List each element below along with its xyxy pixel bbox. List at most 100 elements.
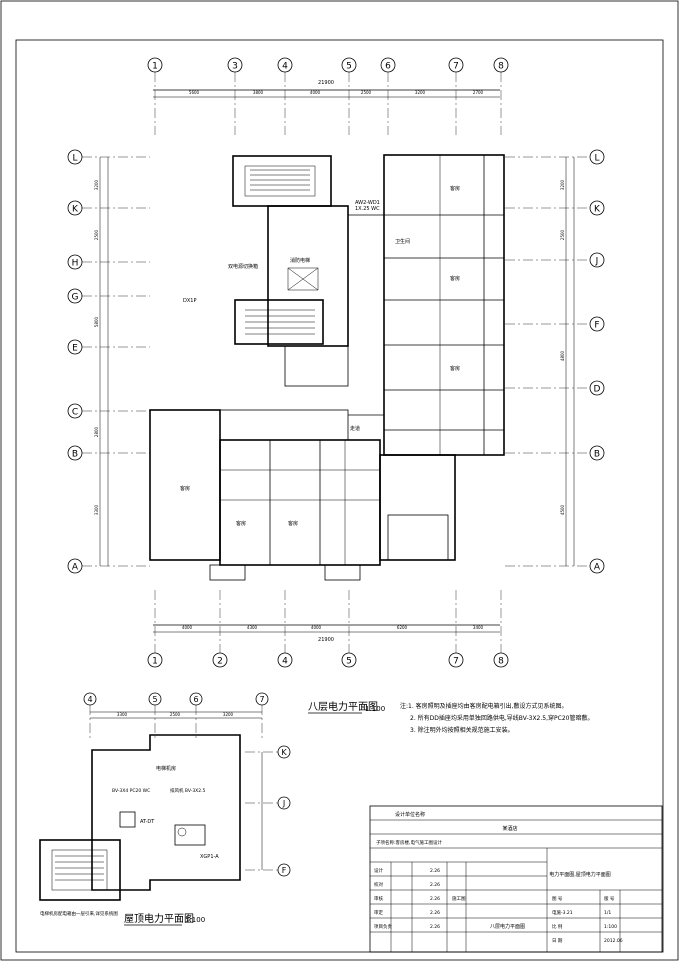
axis-label-bottom: 1	[152, 657, 158, 667]
axis-label-right: D	[594, 385, 601, 395]
axis-label-top: 3	[232, 62, 238, 72]
axis-label-right: F	[594, 321, 599, 331]
axis-label-top: 4	[282, 62, 288, 72]
axis-label-left: A	[72, 563, 79, 573]
cable-label: 1X.25 WC	[355, 206, 380, 212]
role-name: 审定	[374, 909, 383, 916]
roof-dim-3: 3200	[223, 712, 234, 717]
axis-bubble-top-1	[147, 57, 163, 73]
bottom-dim-1: 4000	[182, 625, 193, 630]
roof-dim-1: 3300	[117, 712, 128, 717]
room-label: 客房	[288, 520, 298, 527]
bath-label: 卫生间	[395, 238, 410, 245]
room-label: 客房	[450, 185, 460, 192]
title-block: 设计单位名称 某酒店 子项名称:客房楼,电气施工图设计 电力平面图,屋顶电力平面…	[369, 805, 663, 953]
axis-label-right: K	[594, 205, 601, 215]
drawing-no: 电施-3.21	[552, 909, 573, 916]
bottom-dim-4: 6200	[397, 625, 408, 630]
role-date: 2.26	[430, 910, 440, 916]
date-value: 2012.06	[604, 938, 623, 944]
roof-axis-top: 4	[87, 695, 92, 704]
axis-label-top: 6	[385, 62, 391, 72]
sheet-label: 版 号	[604, 895, 615, 902]
roof-room-label: 电梯机房	[156, 765, 176, 772]
left-dim-3: 5800	[94, 316, 99, 327]
date-label: 日 期	[552, 938, 563, 944]
title-project: 某酒店	[502, 825, 517, 832]
right-dim-3: 4800	[560, 350, 565, 361]
top-axes: 1 3 4 5 6 7 8	[147, 57, 509, 135]
top-dim-6: 2700	[473, 90, 484, 95]
role-date: 2.26	[430, 882, 440, 888]
top-dim-1: 5600	[189, 90, 200, 95]
left-dim-5: 3300	[94, 504, 99, 515]
axis-label-left: L	[72, 154, 77, 164]
axis-label-left: K	[72, 205, 79, 215]
axis-label-bottom: 2	[217, 657, 223, 667]
scale-value: 1:100	[604, 924, 617, 930]
note-2: 2. 所有DD插座均采用单独回路供电,导线BV-3X2.5,穿PC20管暗敷。	[410, 714, 593, 722]
drawing-no-label: 图 号	[552, 896, 563, 902]
role-date: 2.26	[430, 924, 440, 930]
axis-label-top: 1	[152, 62, 158, 72]
roof-cable-label: BV-3X4 PC20 WC	[112, 788, 150, 794]
bottom-dim-2: 4300	[247, 625, 258, 630]
axis-label-bottom: 4	[282, 657, 288, 667]
main-plan-title: 八层电力平面图	[308, 700, 378, 713]
roof-dim-2: 2500	[170, 712, 181, 717]
axis-bubble-top-3	[227, 57, 243, 73]
scale-label: 比 例	[552, 923, 563, 930]
room-label: 客房	[450, 365, 460, 372]
room-label: 客房	[180, 485, 190, 492]
bottom-dim-3: 4000	[311, 625, 322, 630]
top-dim-3: 4000	[310, 90, 321, 95]
bottom-dim-5: 3400	[473, 625, 484, 630]
building-outline	[149, 154, 505, 581]
axis-label-left: C	[72, 408, 78, 418]
riser-label: AW2-WD1	[355, 200, 380, 206]
elevator-label: 消防电梯	[290, 257, 310, 264]
roof-plan-title: 屋顶电力平面图	[124, 912, 194, 925]
axis-label-bottom: 5	[346, 657, 352, 667]
role-date: 2.26	[430, 896, 440, 902]
axis-label-right: J	[595, 257, 599, 267]
axis-label-right: A	[594, 563, 601, 573]
axis-bubble-top-5	[341, 57, 357, 73]
axis-bubble-top-6	[380, 57, 396, 73]
roof-fan-label: 排风机 BV-3X2.5	[170, 787, 206, 794]
title-company: 设计单位名称	[395, 811, 425, 818]
top-dim-2: 3800	[253, 90, 264, 95]
role-name: 审核	[374, 895, 383, 902]
axis-label-top: 7	[453, 62, 459, 72]
axis-label-left: G	[72, 293, 79, 303]
left-axes: L K H G E C B A	[67, 149, 150, 574]
role-date: 2.26	[430, 868, 440, 874]
role-name: 项目负责	[374, 923, 392, 930]
sheet-value: 1/1	[604, 910, 611, 916]
roof-axis-right: K	[281, 748, 287, 757]
design-stage: 施工图	[452, 895, 466, 902]
roof-axis-top: 7	[259, 695, 264, 704]
note-1: 注:1. 客房照明及插座均由客房配电箱引出,敷设方式见系统图。	[400, 702, 568, 710]
main-plan: 21900 5600 3800 4000 2500 3200 2700 1 3 …	[67, 57, 605, 714]
top-dim-4: 2500	[361, 90, 372, 95]
top-dim-5: 3200	[415, 90, 426, 95]
role-name: 校对	[374, 881, 383, 888]
axis-label-top: 8	[498, 62, 504, 72]
bottom-total-dim: 21900	[318, 637, 334, 643]
left-dim-1: 3200	[94, 179, 99, 190]
axis-label-left: B	[72, 450, 78, 460]
axis-label-bottom: 7	[453, 657, 459, 667]
roof-axis-right: J	[282, 799, 285, 808]
box-label: DX1P	[183, 298, 196, 304]
right-dim-2: 2500	[560, 229, 565, 240]
room-label: 客房	[450, 275, 460, 282]
drawing-frame	[15, 39, 664, 953]
axis-bubble-top-4	[277, 57, 293, 73]
roof-box-label: XGP1-A	[200, 854, 219, 860]
bottom-axes: 1 2 4 5 7 8	[147, 590, 509, 668]
main-plan-scale: 1:100	[365, 705, 385, 713]
roof-axis-top: 5	[152, 695, 157, 704]
